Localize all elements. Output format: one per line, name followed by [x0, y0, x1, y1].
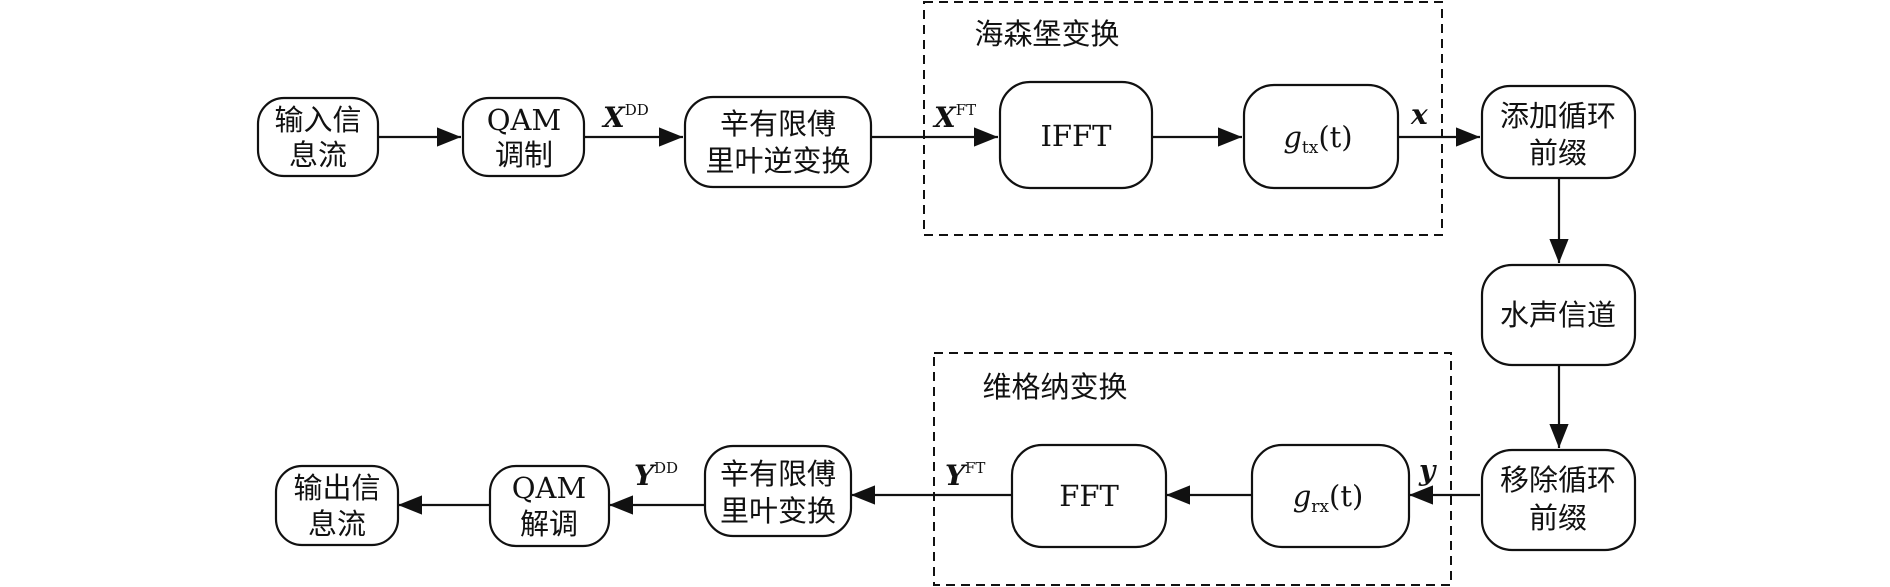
label-y-ft: YFT	[945, 459, 985, 492]
label-y-dd: YDD	[634, 459, 678, 492]
node-grx: grx(t)	[1250, 443, 1411, 549]
svg-text:辛有限傅: 辛有限傅	[720, 107, 836, 141]
svg-text:QAM: QAM	[487, 103, 561, 137]
node-qam-demodulation: QAM 解调	[488, 464, 611, 548]
svg-text:前缀: 前缀	[1529, 501, 1587, 535]
wiener-group-title: 维格纳变换	[982, 370, 1127, 404]
svg-text:输入信: 输入信	[274, 103, 361, 137]
label-x-ft: XFT	[932, 101, 976, 134]
svg-text:息流: 息流	[289, 138, 347, 172]
svg-text:QAM: QAM	[512, 471, 586, 505]
node-remove-cyclic-prefix: 移除循环 前缀	[1480, 448, 1637, 552]
node-ifft: IFFT	[998, 80, 1154, 190]
label-y: y	[1418, 454, 1437, 487]
svg-text:grx(t): grx(t)	[1293, 479, 1364, 517]
node-fft: FFT	[1010, 443, 1168, 549]
svg-text:息流: 息流	[308, 507, 366, 541]
node-output-stream: 输出信 息流	[274, 464, 400, 547]
svg-text:调制: 调制	[495, 138, 553, 172]
svg-text:FFT: FFT	[1059, 479, 1119, 513]
svg-text:里叶变换: 里叶变换	[720, 494, 836, 528]
svg-text:水声信道: 水声信道	[1500, 298, 1616, 332]
svg-text:添加循环: 添加循环	[1500, 99, 1616, 133]
svg-text:输出信: 输出信	[293, 471, 380, 505]
label-x: x	[1410, 98, 1428, 131]
svg-text:移除循环: 移除循环	[1500, 463, 1616, 497]
svg-text:gtx(t): gtx(t)	[1283, 120, 1352, 158]
node-input-stream: 输入信 息流	[256, 96, 380, 178]
node-add-cyclic-prefix: 添加循环 前缀	[1480, 84, 1637, 180]
svg-text:里叶逆变换: 里叶逆变换	[705, 144, 850, 178]
label-x-dd: XDD	[601, 101, 649, 134]
svg-text:解调: 解调	[520, 507, 578, 541]
svg-text:辛有限傅: 辛有限傅	[720, 457, 836, 491]
heisenberg-group-box	[923, 1, 1443, 236]
node-underwater-channel: 水声信道	[1480, 263, 1637, 367]
node-sfft: 辛有限傅 里叶变换	[703, 444, 853, 538]
node-gtx: gtx(t)	[1242, 83, 1400, 190]
svg-text:IFFT: IFFT	[1040, 119, 1112, 153]
node-isfft: 辛有限傅 里叶逆变换	[683, 95, 873, 189]
svg-text:前缀: 前缀	[1529, 136, 1587, 170]
wiener-group-box	[933, 352, 1452, 586]
heisenberg-group-title: 海森堡变换	[974, 17, 1119, 51]
node-qam-modulation: QAM 调制	[461, 96, 586, 178]
